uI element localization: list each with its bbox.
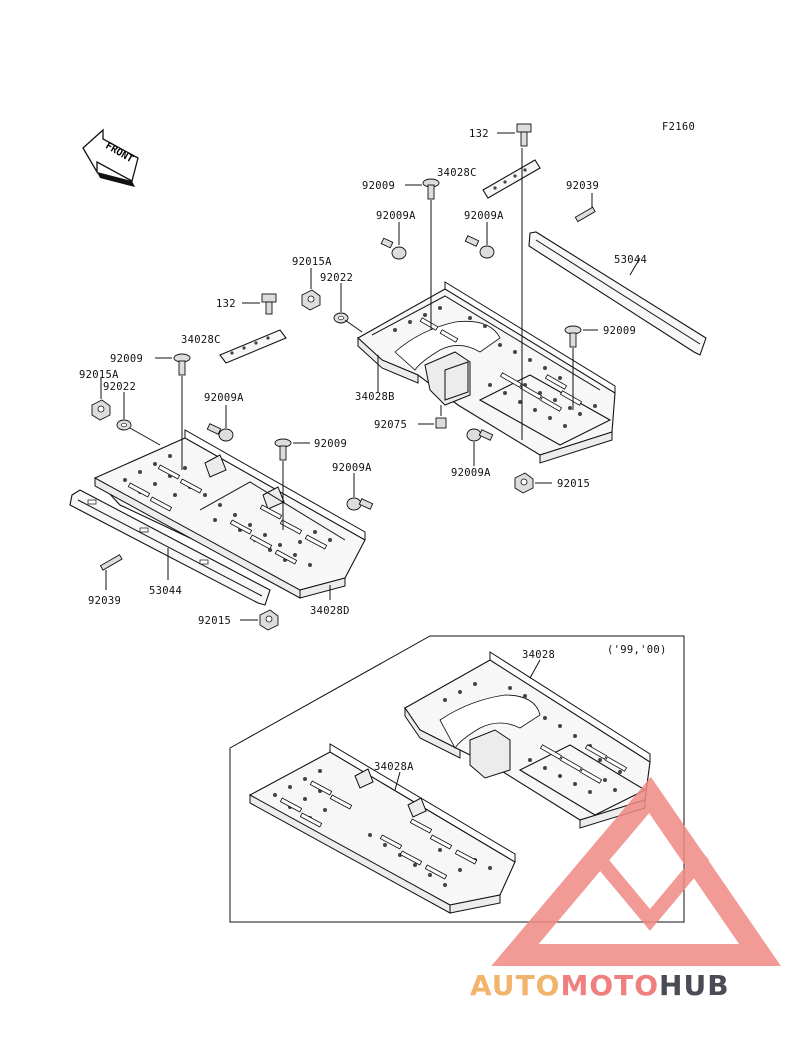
label-92009a-right-low: 92009A: [451, 467, 491, 479]
bolt-92009a-right-low-icon: [466, 428, 494, 442]
label-92009-left: 92009: [110, 353, 143, 365]
label-92009a-1: 92009A: [376, 210, 416, 222]
mat-34028c-left-icon: [219, 329, 287, 364]
bolt-92009-right-icon: [564, 325, 582, 348]
bolt-92009a-1-icon: [380, 237, 407, 260]
rail-53044-right: [528, 231, 707, 356]
label-34028a: 34028A: [374, 761, 414, 773]
rear-floor-34028b: [357, 281, 616, 464]
label-92015-bottom: 92015: [198, 615, 231, 627]
label-53044-left: 53044: [149, 585, 182, 597]
bolt-92009a-mid-icon: [346, 497, 374, 511]
label-92075: 92075: [374, 419, 407, 431]
washer-92022-left-icon: [116, 419, 132, 431]
bolt-92009-left-icon: [173, 353, 191, 376]
label-132-left: 132: [216, 298, 236, 310]
bolt-92009a-left-icon: [206, 423, 234, 442]
nut-92015-bottom-icon: [259, 609, 279, 631]
label-92009a-left: 92009A: [204, 392, 244, 404]
watermark-text: AUTOMOTOHUB: [470, 969, 730, 1002]
label-92039-right: 92039: [566, 180, 599, 192]
front-arrow-icon: FRONT: [82, 128, 139, 187]
label-92009a-2: 92009A: [464, 210, 504, 222]
bolt-92009-top-icon: [422, 178, 440, 200]
label-92009-right: 92009: [603, 325, 636, 337]
label-34028c-left: 34028C: [181, 334, 221, 346]
washer-92022-upper-icon: [333, 312, 349, 324]
watermark-hub: HUB: [659, 969, 730, 1002]
label-132-top: 132: [469, 128, 489, 140]
label-92009-top: 92009: [362, 180, 395, 192]
label-92022-upper: 92022: [320, 272, 353, 284]
label-34028c-top: 34028C: [437, 167, 477, 179]
bolt-92009-mid-icon: [274, 438, 292, 461]
pin-92039-right-icon: [574, 206, 596, 223]
label-92009-mid: 92009: [314, 438, 347, 450]
label-92015a-upper: 92015A: [292, 256, 332, 268]
label-34028: 34028: [522, 649, 555, 661]
label-variant-note: ('99,'00): [607, 644, 667, 656]
pin-92039-left-icon: [99, 554, 123, 571]
bolt-92009a-2-icon: [464, 235, 495, 259]
front-floor-34028d: [94, 429, 366, 599]
label-34028b: 34028B: [355, 391, 395, 403]
label-92022-left: 92022: [103, 381, 136, 393]
figure-code: F2160: [662, 121, 695, 133]
label-92015a-left: 92015A: [79, 369, 119, 381]
label-92009a-mid: 92009A: [332, 462, 372, 474]
nut-92015-right-icon: [514, 472, 534, 494]
watermark-moto: MOTO: [560, 969, 659, 1002]
rail-53044-left: [69, 489, 271, 606]
label-92015-right: 92015: [557, 478, 590, 490]
nut-92015a-left-icon: [91, 399, 111, 421]
mat-34028c-top-icon: [482, 159, 541, 199]
watermark-logo-icon: [491, 776, 781, 966]
label-34028d: 34028D: [310, 605, 350, 617]
nut-92015a-upper-icon: [301, 289, 321, 311]
bolt-132-left-icon: [261, 293, 277, 315]
label-92039-left: 92039: [88, 595, 121, 607]
nut-92075-icon: [435, 417, 447, 429]
label-53044-right: 53044: [614, 254, 647, 266]
bolt-132-top-icon: [516, 123, 532, 147]
part-labels: 132 34028C 92009 92039 92009A 92009A 530…: [79, 128, 667, 773]
watermark-auto: AUTO: [470, 969, 560, 1002]
